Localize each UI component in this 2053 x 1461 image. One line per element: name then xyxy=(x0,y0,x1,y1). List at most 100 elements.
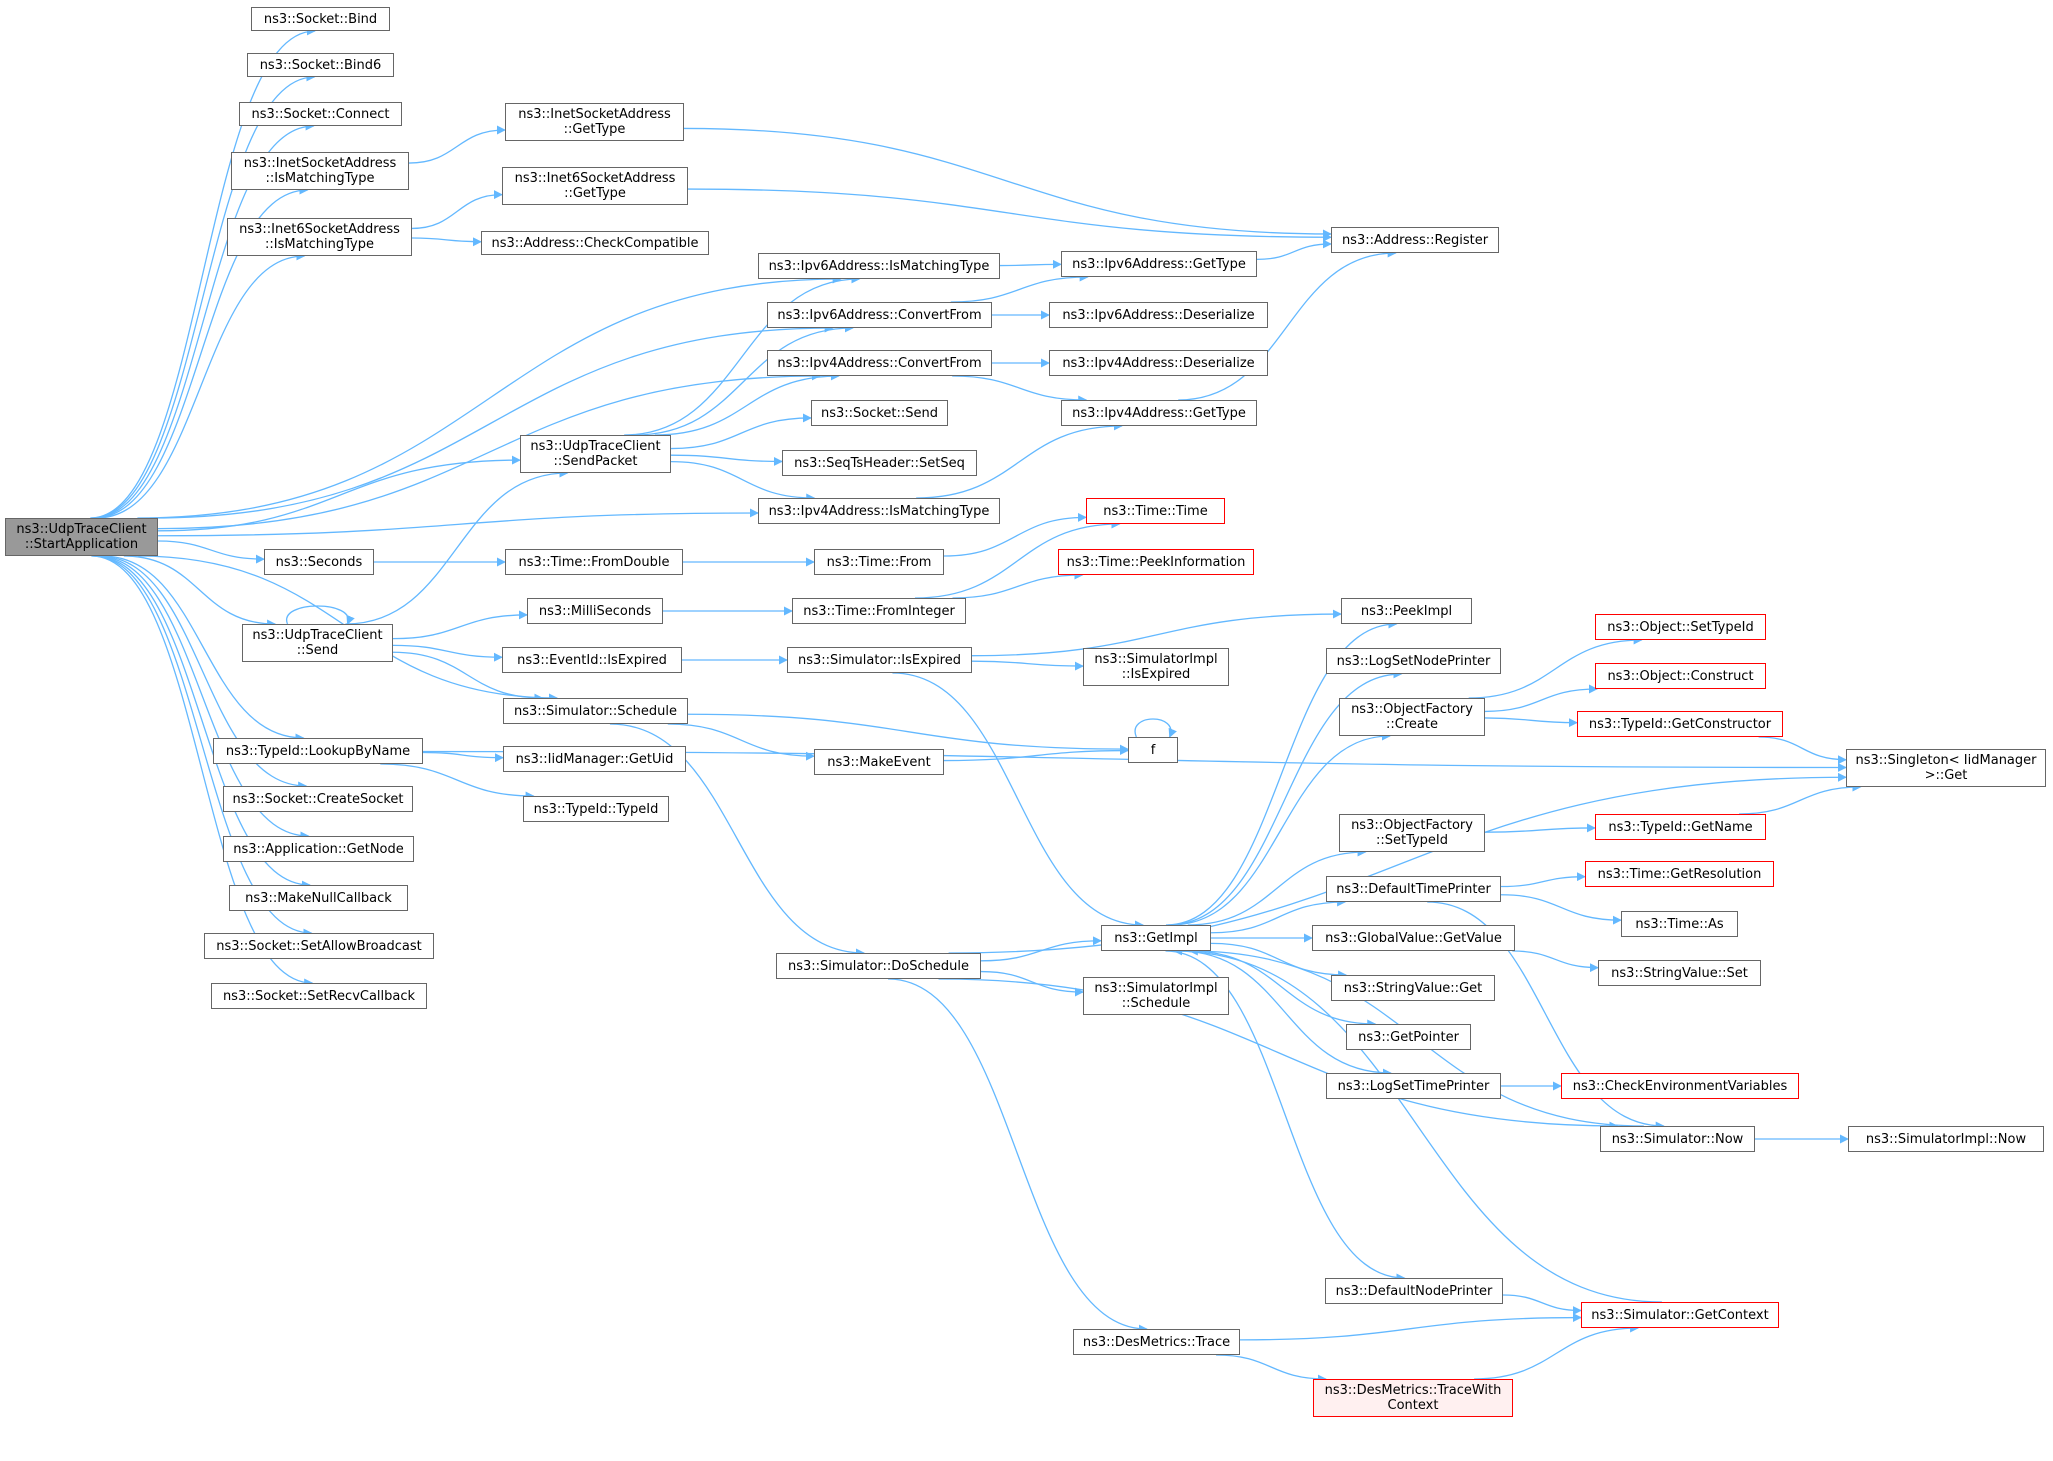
node-type-id-get-constructor[interactable]: ns3::TypeId::GetConstructor xyxy=(1577,711,1783,737)
node-label: ::SetTypeId xyxy=(1375,833,1449,848)
node-singleton-iid-manager-get[interactable]: ns3::Singleton< IidManager >::Get xyxy=(1846,749,2046,787)
node-default-time-printer[interactable]: ns3::DefaultTimePrinter xyxy=(1326,876,1501,902)
node-time-get-resolution[interactable]: ns3::Time::GetResolution xyxy=(1585,861,1774,887)
node-inet6-socket-address-is-matching-type[interactable]: ns3::Inet6SocketAddress ::IsMatchingType xyxy=(227,218,412,256)
node-simulator-is-expired[interactable]: ns3::Simulator::IsExpired xyxy=(787,647,972,673)
node-make-null-callback[interactable]: ns3::MakeNullCallback xyxy=(229,885,408,911)
node-type-id-lookup-by-name[interactable]: ns3::TypeId::LookupByName xyxy=(213,738,423,764)
edge-send-packet-to-ipv6-is-matching xyxy=(624,274,861,436)
node-get-pointer[interactable]: ns3::GetPointer xyxy=(1346,1024,1471,1050)
node-ipv4-address-get-type[interactable]: ns3::Ipv4Address::GetType xyxy=(1061,400,1257,426)
node-simulator-impl-schedule[interactable]: ns3::SimulatorImpl ::Schedule xyxy=(1083,977,1229,1015)
node-application-get-node[interactable]: ns3::Application::GetNode xyxy=(223,836,414,862)
node-simulator-now[interactable]: ns3::Simulator::Now xyxy=(1600,1126,1755,1152)
node-ipv6-address-deserialize[interactable]: ns3::Ipv6Address::Deserialize xyxy=(1049,302,1268,328)
node-label: ns3::UdpTraceClient xyxy=(252,628,383,643)
node-simulator-impl-is-expired[interactable]: ns3::SimulatorImpl ::IsExpired xyxy=(1083,648,1229,686)
node-get-impl[interactable]: ns3::GetImpl xyxy=(1101,925,1211,951)
node-peek-impl[interactable]: ns3::PeekImpl xyxy=(1341,598,1472,624)
node-label: ns3::MakeEvent xyxy=(827,754,931,770)
node-global-value-get-value[interactable]: ns3::GlobalValue::GetValue xyxy=(1312,925,1515,951)
node-label: ns3::SimulatorImpl xyxy=(1094,981,1218,996)
node-f[interactable]: f xyxy=(1128,737,1178,763)
node-label: ns3::MakeNullCallback xyxy=(245,890,392,906)
node-seq-ts-header-set-seq[interactable]: ns3::SeqTsHeader::SetSeq xyxy=(782,450,977,476)
node-label: ns3::ObjectFactory xyxy=(1351,702,1473,717)
node-ipv6-address-is-matching-type[interactable]: ns3::Ipv6Address::IsMatchingType xyxy=(758,253,1000,279)
edge-typeid-get-constructor-to-singleton-get xyxy=(1758,736,1847,765)
node-object-set-type-id[interactable]: ns3::Object::SetTypeId xyxy=(1595,614,1766,640)
node-time-peek-information[interactable]: ns3::Time::PeekInformation xyxy=(1058,549,1254,575)
node-label: ::StartApplication xyxy=(24,537,139,552)
node-event-id-is-expired[interactable]: ns3::EventId::IsExpired xyxy=(502,647,682,673)
node-default-node-printer[interactable]: ns3::DefaultNodePrinter xyxy=(1325,1278,1503,1304)
node-string-value-set[interactable]: ns3::StringValue::Set xyxy=(1598,960,1761,986)
edge-send-packet-to-ipv4-convert-from xyxy=(654,371,840,436)
node-type-id-get-name[interactable]: ns3::TypeId::GetName xyxy=(1595,814,1766,840)
node-iid-manager-get-uid[interactable]: ns3::IidManager::GetUid xyxy=(503,746,686,772)
node-label: ns3::Time::Time xyxy=(1103,503,1208,519)
node-simulator-impl-now[interactable]: ns3::SimulatorImpl::Now xyxy=(1848,1126,2044,1152)
node-check-environment-variables[interactable]: ns3::CheckEnvironmentVariables xyxy=(1561,1073,1799,1099)
node-ipv6-address-convert-from[interactable]: ns3::Ipv6Address::ConvertFrom xyxy=(767,302,992,328)
edge-send-packet-to-seq-set-seq xyxy=(670,454,783,466)
edge-start-application-to-ipv6-is-matching xyxy=(137,274,842,519)
node-time-from[interactable]: ns3::Time::From xyxy=(814,549,944,575)
node-ipv6-address-get-type[interactable]: ns3::Ipv6Address::GetType xyxy=(1061,251,1257,277)
node-log-set-time-printer[interactable]: ns3::LogSetTimePrinter xyxy=(1326,1073,1501,1099)
node-socket-bind[interactable]: ns3::Socket::Bind xyxy=(251,7,390,31)
node-start-application[interactable]: ns3::UdpTraceClient ::StartApplication xyxy=(5,518,158,556)
node-object-factory-create[interactable]: ns3::ObjectFactory ::Create xyxy=(1339,698,1485,736)
node-ipv4-address-deserialize[interactable]: ns3::Ipv4Address::Deserialize xyxy=(1049,350,1268,376)
node-time-from-integer[interactable]: ns3::Time::FromInteger xyxy=(792,598,966,624)
node-label: ns3::EventId::IsExpired xyxy=(517,652,667,668)
node-seconds[interactable]: ns3::Seconds xyxy=(264,549,374,575)
node-address-check-compatible[interactable]: ns3::Address::CheckCompatible xyxy=(481,231,709,255)
edge-objfactory-set-typeid-to-typeid-get-name xyxy=(1484,823,1596,833)
node-simulator-get-context[interactable]: ns3::Simulator::GetContext xyxy=(1581,1302,1779,1328)
node-socket-connect[interactable]: ns3::Socket::Connect xyxy=(239,102,402,126)
edge-start-application-to-app-get-node xyxy=(95,555,310,841)
node-object-construct[interactable]: ns3::Object::Construct xyxy=(1595,663,1766,689)
node-label: ns3::Address::Register xyxy=(1341,232,1489,248)
node-string-value-get[interactable]: ns3::StringValue::Get xyxy=(1331,975,1495,1001)
node-simulator-do-schedule[interactable]: ns3::Simulator::DoSchedule xyxy=(776,953,981,979)
node-type-id-type-id[interactable]: ns3::TypeId::TypeId xyxy=(523,796,669,822)
node-socket-set-recv-callback[interactable]: ns3::Socket::SetRecvCallback xyxy=(211,983,427,1009)
edge-sim-schedule-to-sim-do-schedule xyxy=(609,723,865,958)
node-label: ns3::Simulator::Schedule xyxy=(513,703,678,719)
node-label: ns3::Ipv4Address::GetType xyxy=(1072,405,1246,421)
edge-sim-do-schedule-to-desmetrics-trace xyxy=(888,978,1148,1334)
node-socket-create-socket[interactable]: ns3::Socket::CreateSocket xyxy=(223,786,413,812)
node-des-metrics-trace[interactable]: ns3::DesMetrics::Trace xyxy=(1073,1329,1240,1355)
node-address-register[interactable]: ns3::Address::Register xyxy=(1331,227,1499,253)
edge-objfactory-create-to-typeid-get-constructor xyxy=(1484,717,1578,728)
node-time-from-double[interactable]: ns3::Time::FromDouble xyxy=(505,549,683,575)
node-label: ns3::TypeId::GetConstructor xyxy=(1588,716,1772,732)
edge-ipv6-convert-from-to-ipv6-get-type xyxy=(950,272,1089,303)
node-simulator-schedule[interactable]: ns3::Simulator::Schedule xyxy=(503,698,688,724)
node-make-event[interactable]: ns3::MakeEvent xyxy=(814,749,944,775)
node-object-factory-set-type-id[interactable]: ns3::ObjectFactory ::SetTypeId xyxy=(1339,814,1485,852)
node-label: ns3::CheckEnvironmentVariables xyxy=(1572,1078,1788,1094)
node-label: ::GetType xyxy=(563,122,626,137)
edge-start-application-to-set-allow-broadcast xyxy=(92,555,313,938)
node-ipv4-address-is-matching-type[interactable]: ns3::Ipv4Address::IsMatchingType xyxy=(758,498,1000,524)
node-label: ns3::Address::CheckCompatible xyxy=(491,235,699,251)
edge-desmetrics-trace-to-desmetrics-trace-with-context xyxy=(1216,1354,1327,1384)
node-udp-trace-client-send-packet[interactable]: ns3::UdpTraceClient ::SendPacket xyxy=(520,435,671,473)
node-ipv4-address-convert-from[interactable]: ns3::Ipv4Address::ConvertFrom xyxy=(767,350,992,376)
node-inet6-socket-address-get-type[interactable]: ns3::Inet6SocketAddress ::GetType xyxy=(502,167,688,205)
node-socket-bind6[interactable]: ns3::Socket::Bind6 xyxy=(247,53,394,77)
node-inet-socket-address-get-type[interactable]: ns3::InetSocketAddress ::GetType xyxy=(505,103,684,141)
node-inet-socket-address-is-matching-type[interactable]: ns3::InetSocketAddress ::IsMatchingType xyxy=(231,152,409,190)
node-label: ns3::TypeId::GetName xyxy=(1608,819,1753,835)
node-socket-send[interactable]: ns3::Socket::Send xyxy=(811,400,948,426)
node-des-metrics-trace-with-context[interactable]: ns3::DesMetrics::TraceWith Context xyxy=(1313,1379,1513,1417)
node-time-as[interactable]: ns3::Time::As xyxy=(1621,911,1738,937)
node-time-time[interactable]: ns3::Time::Time xyxy=(1086,498,1225,524)
node-milliseconds[interactable]: ns3::MilliSeconds xyxy=(527,598,663,624)
node-log-set-node-printer[interactable]: ns3::LogSetNodePrinter xyxy=(1326,648,1501,674)
node-udp-trace-client-send[interactable]: ns3::UdpTraceClient ::Send xyxy=(242,624,393,662)
node-socket-set-allow-broadcast[interactable]: ns3::Socket::SetAllowBroadcast xyxy=(204,933,434,959)
